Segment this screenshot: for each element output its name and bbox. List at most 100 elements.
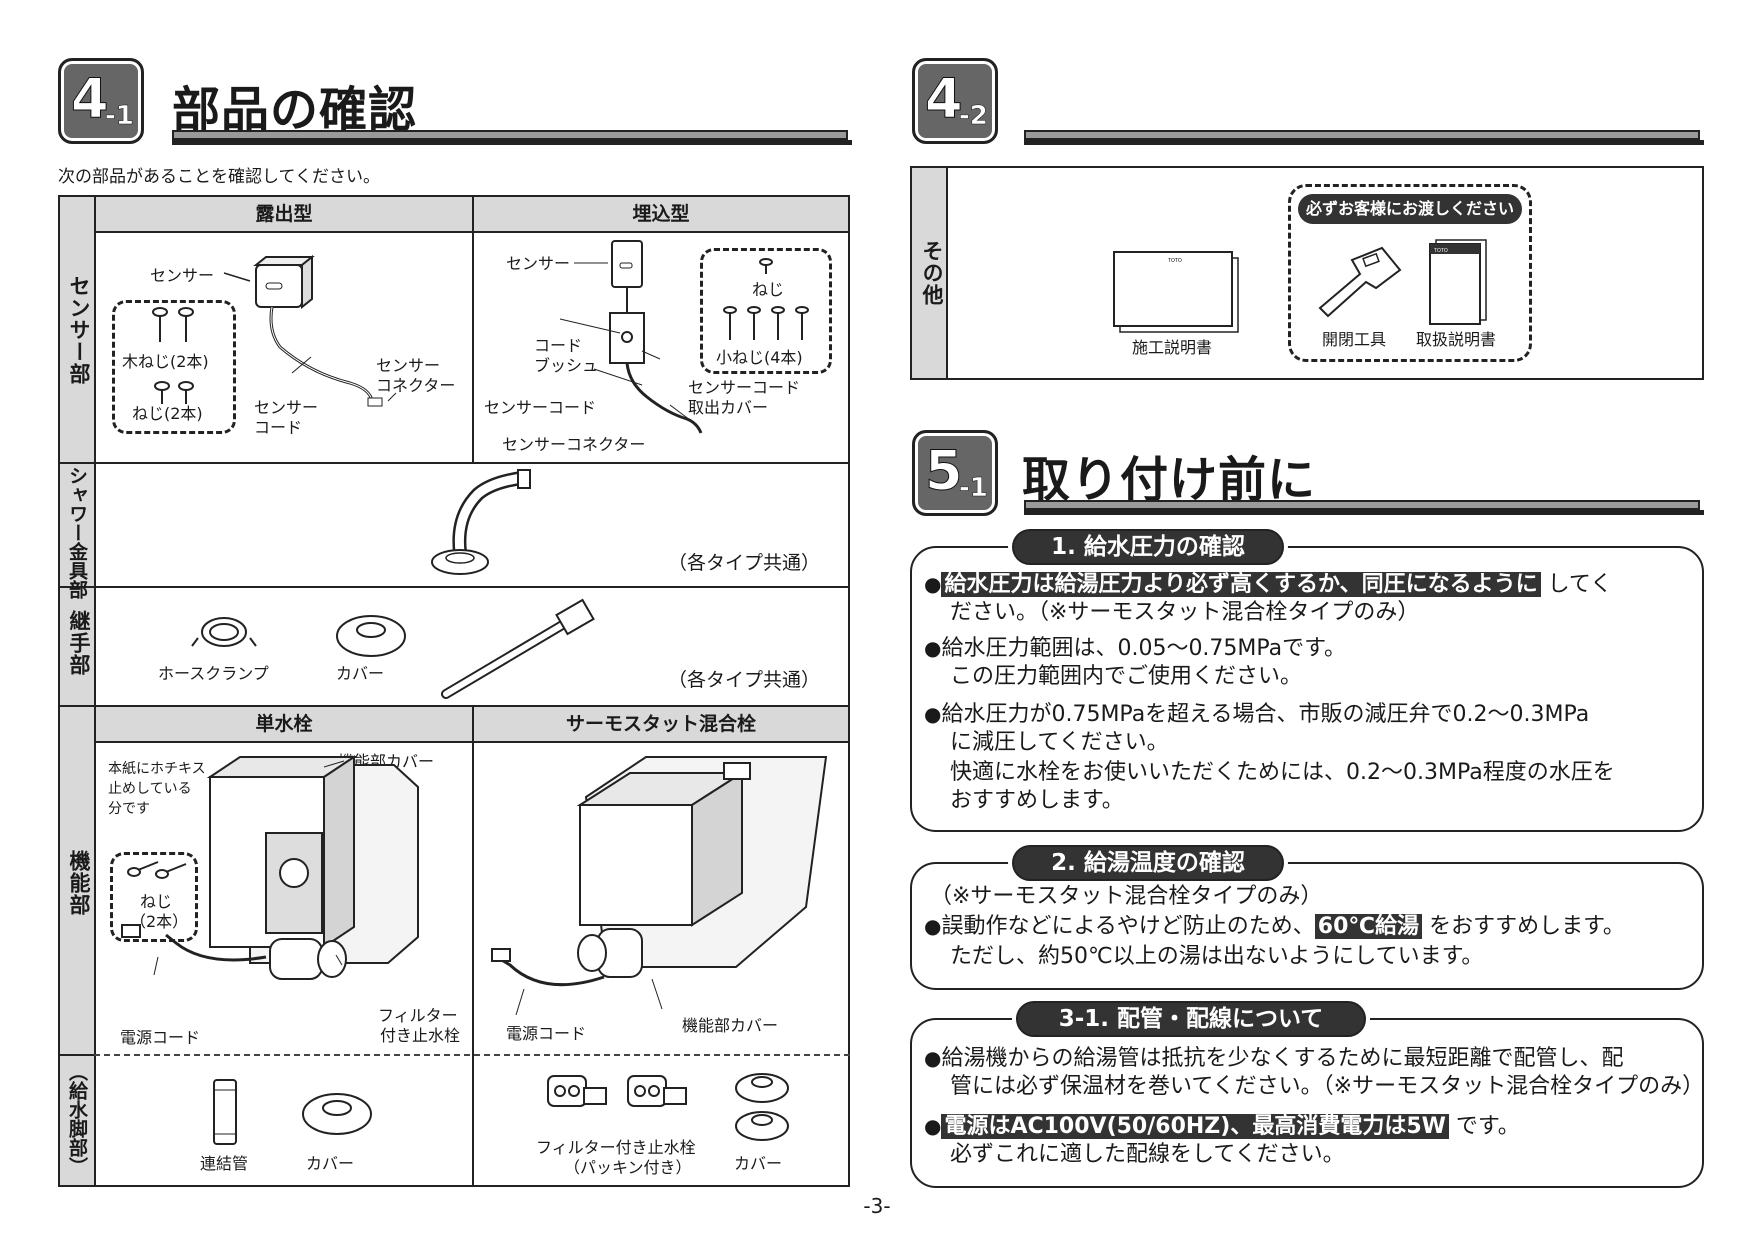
title-rule-shadow-5-1 [1024,510,1704,515]
title-rule [172,130,848,140]
label-installation-manual: 施工説明書 [1132,338,1213,357]
function-screw-box [110,852,198,942]
label-cord-bush-1: コード [534,336,583,355]
exposed-sensor-illustration [223,254,397,407]
hose-clamp-icon [191,617,257,647]
pressure-line-3: ●給水圧力範囲は、0.05～0.75MPaです。 [924,636,1346,661]
col-divider [472,195,474,463]
col-header-embedded: 埋込型 [474,197,848,231]
hot-water-line-3: ただし、約50℃以上の湯は出ないようにしています。 [950,944,1484,969]
brand-mark-handling: TOTO [1434,248,1448,254]
row-divider [58,1054,94,1056]
thermostatic-unit-illustration [491,756,828,1016]
connecting-pipe-icon [213,1079,237,1145]
title-rule-shadow-4-2 [1024,140,1704,145]
parts-table [58,195,850,1187]
handover-box [1288,184,1532,362]
label-cord-cover-1: センサーコード [688,378,801,397]
hot-water-line-1: （※サーモスタット混合栓タイプのみ） [930,884,1323,909]
label-embedded-sensor-cord: センサーコード [484,398,597,417]
row-label-shower: シャワー金具部 [66,466,88,599]
label-supply-filter-valve-2: （パッキン付き） [564,1158,692,1177]
label-sensor-connector-1: センサー [376,356,441,375]
opening-tool-icon [1318,246,1402,318]
cover-icon [336,615,406,657]
brand-mark-manual: TOTO [1168,258,1182,264]
row-label-function: 機能部 [67,850,91,916]
page-title: 部品の確認 [172,82,418,138]
pressure-line-1: ●給水圧力は給湯圧力より必ず高くするか、同圧になるように してく [924,572,1613,597]
note-common-joint: （各タイプ共通） [668,669,821,691]
label-thermo-cover: 機能部カバー [682,1016,779,1035]
label-supply-filter-valve-1: フィルター付き止水栓 [536,1138,696,1157]
section-badge-5-1: 5 -1 [912,430,998,516]
page-number: -3- [863,1194,891,1218]
piping-line-2: 管には必ず保温材を巻いてください。（※サーモスタット混合栓タイプのみ） [950,1074,1705,1099]
pressure-line-8: おすすめします。 [950,788,1124,813]
intro-text: 次の部品があることを確認してください。 [58,167,380,187]
row-label-other: その他 [920,240,944,306]
label-sensor: センサー [150,266,215,285]
col-header-thermo: サーモスタット混合栓 [474,707,848,741]
label-small-screw: 小ねじ(4本) [716,348,803,367]
supply-cover-icon [302,1093,372,1135]
label-embedded-sensor-connector: センサーコネクター [502,435,646,454]
label-supply-cover: カバー [306,1154,355,1173]
row-label-sensor: センサー部 [67,275,91,385]
label-screw: ねじ(2本) [132,404,203,423]
label-filter-valve-1: フィルター [378,1006,458,1025]
label-wood-screw: 木ねじ(2本) [122,352,209,371]
label-embedded-screw: ねじ [752,280,785,299]
handover-note: 必ずお客様にお渡しください [1298,194,1522,224]
label-cord-bush-2: ブッシュ [534,356,599,375]
title-rule-shadow [172,140,852,145]
col-divider [472,705,474,1187]
section-title-5-1: 取り付け前に [1022,452,1317,508]
water-pressure-box [910,546,1704,832]
embedded-screw-icons [723,258,809,340]
other-label-cell [912,168,946,378]
row-label-column [60,197,94,1185]
label-joint-cover: カバー [336,664,385,683]
screw-group-box [112,300,236,434]
label-function-screw-1: ねじ [140,892,173,911]
row-divider [58,705,850,707]
label-hose-clamp: ホースクランプ [158,664,269,683]
heading-piping: 3-1. 配管・配線について [1016,1001,1366,1037]
row-label-joint: 継手部 [67,610,91,676]
col-header-single: 単水栓 [96,707,472,741]
single-faucet-unit-illustration [121,755,419,980]
other-parts-box [910,166,1704,380]
staple-note-2: 止めしている [108,781,192,797]
pressure-line-4: この圧力範囲内でご使用ください。 [950,664,1303,689]
filter-valve-pair-icon [547,1075,687,1107]
section-badge-4-2: 4 -2 [912,58,998,144]
hot-water-line-2: ●誤動作などによるやけど防止のため、60℃給湯 をおすすめします。 [924,914,1625,939]
heading-water-pressure: 1. 給水圧力の確認 [1012,529,1284,565]
label-thermo-supply-cover: カバー [734,1154,783,1173]
function-screw-icons [127,861,187,879]
handling-manual-icon: TOTO [1429,239,1487,325]
label-sensor-connector-2: コネクター [376,376,456,395]
label-sensor-cord-2: コード [254,418,303,437]
label-filter-valve-2: 付き止水栓 [380,1026,461,1045]
piping-line-4: 必ずこれに適した配線をしてください。 [950,1142,1345,1167]
row-divider [58,586,850,588]
col-divider [94,195,96,1187]
hot-water-box [910,862,1704,990]
staple-note-1: 本紙にホチキス [108,761,206,777]
label-cord-cover-2: 取出カバー [688,398,769,417]
shower-fitting-illustration [431,469,531,575]
label-handling-manual: 取扱説明書 [1416,330,1497,349]
embedded-screw-box [700,248,832,374]
label-opening-tool: 開閉工具 [1322,330,1387,349]
pressure-line-5: ●給水圧力が0.75MPaを超える場合、市販の減圧弁で0.2～0.3MPa [924,702,1590,727]
staple-note-3: 分です [108,801,150,817]
label-function-screw-2: （2本） [130,912,189,931]
note-common-shower: （各タイプ共通） [668,552,821,574]
pressure-line-7: 快適に水栓をお使いいただくためには、0.2～0.3MPa程度の水圧を [950,760,1615,785]
piping-line-3: ●電源はAC100V(50/60HZ)、最高消費電力は5W です。 [924,1114,1520,1139]
embedded-sensor-illustration [559,240,703,434]
installation-manual-icon: TOTO [1113,251,1239,333]
col-divider [946,166,948,380]
